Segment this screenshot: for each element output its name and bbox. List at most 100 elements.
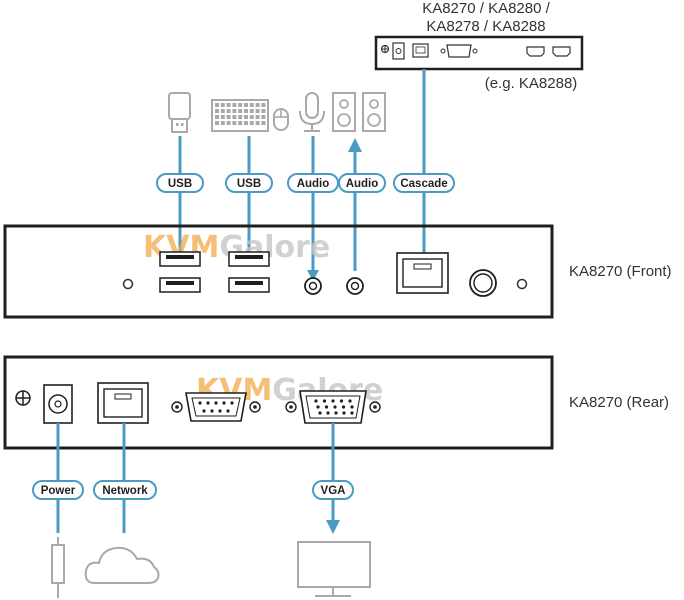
keyboard-key — [232, 103, 237, 107]
cascade-models-line1: KA8270 / KA8280 / — [422, 0, 550, 17]
vga-pin — [348, 399, 352, 403]
front-cables — [178, 69, 426, 276]
cloud-icon — [84, 546, 160, 584]
keyboard-key — [244, 115, 248, 119]
keyboard-key — [226, 115, 231, 119]
speakers-icon — [332, 92, 386, 132]
cascade-tag: Cascade — [393, 173, 455, 193]
cascade-device-panel — [374, 35, 584, 71]
keyboard-key — [244, 121, 248, 125]
vga-pin — [339, 399, 344, 403]
front-panel-outline — [3, 224, 554, 319]
keyboard-key — [215, 115, 219, 119]
usb-port-group-1 — [159, 251, 201, 293]
audio-out-arrow-icon — [348, 138, 362, 152]
keyboard-key — [261, 115, 266, 119]
ground-screw-icon — [380, 44, 390, 54]
vga-pin — [324, 405, 329, 409]
front-panel: KVMGalore — [3, 224, 554, 319]
keyboard-key — [249, 115, 254, 119]
keyboard-key — [249, 109, 254, 113]
keyboard-key — [232, 109, 237, 113]
network-tag: Network — [93, 480, 157, 500]
front-unit-label: KA8270 (Front) — [569, 263, 672, 280]
vga-pin — [314, 399, 318, 403]
ground-screw-icon — [15, 390, 31, 406]
keyboard-key — [215, 109, 219, 113]
keyboard-key — [238, 103, 243, 107]
vga-pin — [333, 405, 337, 409]
rear-panel-outline — [3, 355, 554, 450]
cascade-example-label: (e.g. KA8288) — [485, 75, 578, 92]
keyboard-key — [232, 121, 237, 125]
audio-out-label: Audio — [346, 178, 379, 190]
vga-pin — [316, 405, 320, 409]
vga-pin — [326, 411, 330, 415]
mouse-icon — [273, 108, 289, 131]
keyboard-key — [255, 109, 260, 113]
keyboard-key — [215, 121, 219, 125]
keyboard-key — [238, 121, 243, 125]
vga-port-icon — [285, 390, 381, 424]
keyboard-key — [226, 121, 231, 125]
audio-in-arrow-icon — [307, 270, 319, 281]
keyboard-key — [249, 103, 254, 107]
usb2-tag: USB — [225, 173, 273, 193]
monitor-icon — [297, 541, 371, 597]
screw-icon — [516, 278, 528, 290]
serial-port-icon — [440, 44, 478, 58]
power-tag: Power — [32, 480, 84, 500]
audio-in-label: Audio — [297, 178, 330, 190]
vga-pin — [341, 405, 346, 409]
serial-pin — [198, 401, 202, 405]
keyboard-key — [232, 115, 237, 119]
vga-pin — [350, 405, 354, 409]
vga-pin — [350, 411, 354, 415]
microphone-icon — [299, 92, 325, 132]
rj45-port-icon — [412, 43, 429, 58]
serial-pin — [202, 409, 206, 413]
keyboard-key — [238, 115, 243, 119]
keyboard-key — [220, 121, 225, 125]
rear-cables — [56, 423, 335, 533]
keyboard-key — [249, 121, 254, 125]
keyboard-key — [238, 109, 243, 113]
keyboard-key — [220, 103, 225, 107]
usb1-tag: USB — [156, 173, 204, 193]
power-plug-icon — [51, 537, 65, 598]
vga-pin — [331, 399, 335, 403]
audio-in-tag: Audio — [287, 173, 339, 193]
usb2-label: USB — [237, 178, 261, 190]
keyboard-key — [220, 115, 225, 119]
vga-label: VGA — [321, 485, 346, 497]
network-port-icon — [97, 382, 149, 424]
cascade-port-icon — [396, 252, 449, 294]
keyboard-key — [255, 121, 260, 125]
speaker-jack-icon — [346, 277, 364, 295]
usb-port-group-2 — [228, 251, 270, 293]
keyboard-key — [255, 115, 260, 119]
serial-pin — [226, 409, 230, 413]
dc-power-jack-icon — [43, 384, 73, 424]
keyboard-key — [261, 121, 266, 125]
keyboard-key — [220, 109, 225, 113]
rear-panel: KVMGalore — [3, 355, 554, 450]
keyboard-key — [261, 109, 266, 113]
serial-pin — [230, 401, 234, 405]
power-button-icon — [469, 269, 497, 297]
rear-unit-label: KA8270 (Rear) — [569, 394, 669, 411]
keyboard-key — [261, 103, 266, 107]
vga-pin — [342, 411, 346, 415]
mic-jack-icon — [304, 277, 322, 295]
serial-pin — [214, 401, 218, 405]
usb-stick-icon — [168, 92, 191, 133]
vga-tag: VGA — [312, 480, 354, 500]
vga-arrow-icon — [326, 520, 340, 534]
serial-pin — [206, 401, 210, 405]
network-label: Network — [102, 485, 148, 497]
keyboard-key — [226, 109, 231, 113]
keyboard-key — [244, 103, 248, 107]
audio-out-tag: Audio — [338, 173, 386, 193]
keyboard-key — [255, 103, 260, 107]
